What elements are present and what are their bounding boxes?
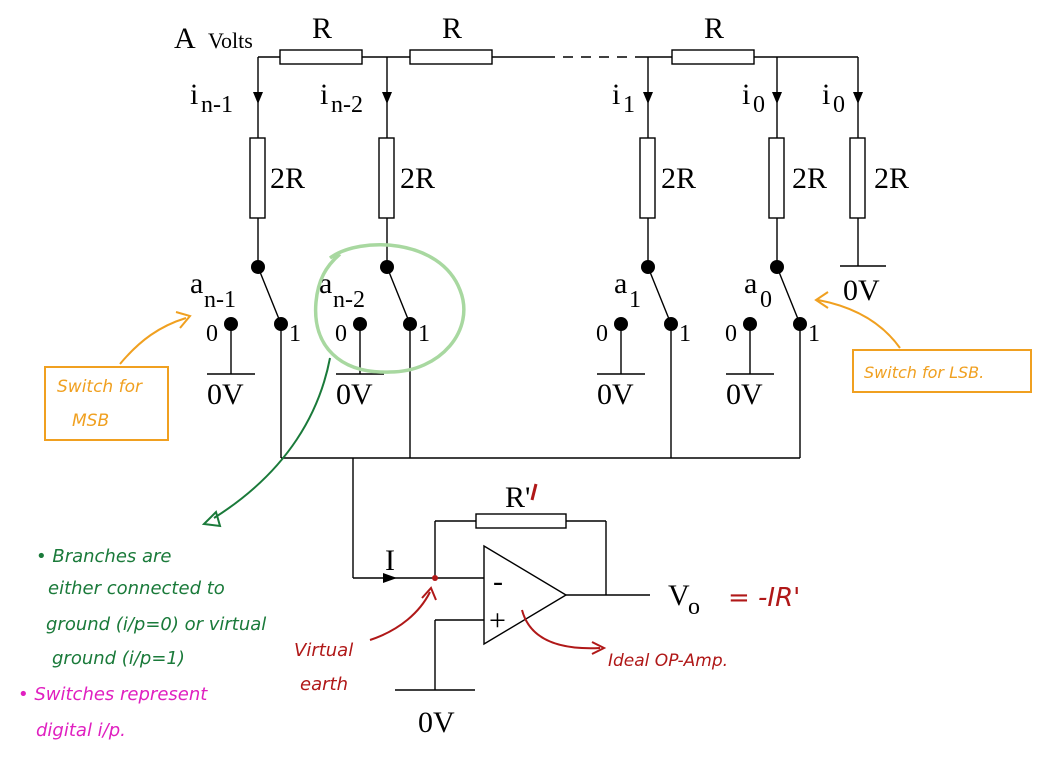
switch-subscript: n-2	[333, 287, 365, 313]
current-label: i	[742, 78, 750, 111]
series-resistor	[409, 49, 493, 65]
current-label: i	[822, 78, 830, 111]
output-equation: = -IR'	[728, 583, 800, 613]
ground-label: 0V	[207, 378, 244, 411]
current-label: i	[320, 78, 328, 111]
switch-pos-1: 1	[808, 321, 820, 347]
switch-label: a	[190, 267, 203, 300]
source-label: A	[174, 22, 196, 55]
switch-contacts	[207, 260, 807, 583]
current-subscript: 0	[753, 92, 765, 118]
virtual-earth-arrow	[369, 591, 431, 641]
feedback-resistor-label: R'	[505, 481, 530, 514]
branches-note-line: ground (i/p=0) or virtual	[46, 614, 266, 635]
series-resistor-label: R	[704, 12, 724, 45]
highlight-circle	[313, 243, 466, 374]
current-subscript: n-2	[331, 92, 363, 118]
switch-pos-0: 0	[725, 321, 737, 347]
virtual-earth-note: earth	[300, 674, 348, 695]
series-resistor	[279, 49, 363, 65]
ideal-opamp-arrow	[521, 609, 601, 650]
virtual-earth-note: Virtual	[294, 640, 353, 661]
ground-label: 0V	[336, 378, 373, 411]
ladder-resistor-label: 2R	[792, 162, 827, 195]
msb-arrow	[119, 317, 187, 365]
switch-pos-1: 1	[418, 321, 430, 347]
msb-note-line: MSB	[72, 411, 109, 431]
series-resistor	[671, 49, 755, 65]
ground-label: 0V	[418, 706, 455, 739]
switch-pos-1: 1	[679, 321, 691, 347]
series-resistor-label: R	[442, 12, 462, 45]
ladder-resistor-label: 2R	[661, 162, 696, 195]
ground-label: 0V	[843, 274, 880, 307]
ladder-resistor-label: 2R	[400, 162, 435, 195]
switch-pos-1: 1	[289, 321, 301, 347]
msb-note-box	[44, 366, 169, 441]
ladder-resistor-label: 2R	[270, 162, 305, 195]
op-amp	[395, 513, 650, 691]
switch-subscript: 1	[629, 287, 641, 313]
series-resistor-label: R	[312, 12, 332, 45]
current-label: i	[612, 78, 620, 111]
switch-label: a	[744, 267, 757, 300]
ideal-opamp-note: Ideal OP-Amp.	[608, 651, 728, 671]
switch-subscript: 0	[760, 287, 772, 313]
branches-note-line: • Branches are	[36, 546, 172, 567]
switch-pos-0: 0	[335, 321, 347, 347]
lsb-note-box	[852, 349, 1032, 393]
op-amp-plus: +	[489, 604, 506, 637]
output-voltage-subscript: o	[688, 594, 700, 620]
branches-note-line: ground (i/p=1)	[52, 648, 185, 669]
current-label: i	[190, 78, 198, 111]
current-subscript: 0	[833, 92, 845, 118]
current-subscript: 1	[623, 92, 635, 118]
ground-label: 0V	[597, 378, 634, 411]
lsb-note: Switch for LSB.	[864, 363, 984, 382]
ground-label: 0V	[726, 378, 763, 411]
branches-arrow	[213, 357, 331, 519]
ladder-branches	[249, 57, 886, 267]
output-voltage-label: V	[668, 579, 690, 612]
switches-note-line: digital i/p.	[36, 720, 126, 741]
switch-pos-0: 0	[206, 321, 218, 347]
input-current-label: I	[385, 544, 395, 577]
feedback-mark	[530, 483, 538, 501]
op-amp-minus: -	[493, 565, 503, 598]
branches-note-line: either connected to	[48, 578, 225, 599]
msb-note-line: Switch for	[57, 377, 143, 397]
current-subscript: n-1	[201, 92, 233, 118]
lsb-arrow	[817, 299, 901, 349]
switch-label: a	[614, 267, 627, 300]
switches-note-line: • Switches represent	[18, 684, 208, 705]
source-unit: Volts	[208, 28, 253, 53]
switch-subscript: n-1	[204, 287, 236, 313]
ladder-resistor-label: 2R	[874, 162, 909, 195]
switch-pos-0: 0	[596, 321, 608, 347]
